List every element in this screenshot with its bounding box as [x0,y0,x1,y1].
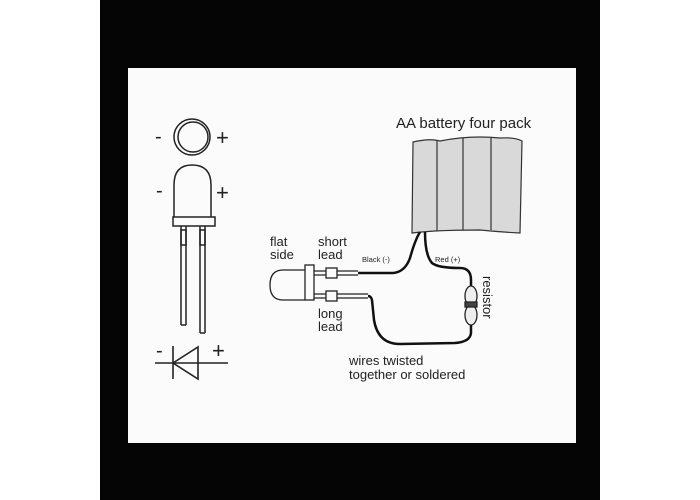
diode-symbol [155,345,228,381]
top-minus-label: - [155,126,162,148]
black-wire [358,231,422,275]
wires-note: wires twisted together or soldered [348,353,465,382]
long-lead-label: long lead [318,306,346,334]
red-wire-label: Red (+) [435,255,461,264]
led-horizontal [269,264,368,302]
led-side-view [172,164,216,334]
battery-pack [411,136,523,234]
resistor [464,285,478,326]
black-wire-label: Black (-) [362,255,390,264]
symbol-plus-label: + [212,338,225,363]
led-top-view [173,118,211,156]
side-plus-label: + [216,180,229,205]
diagram-paper [128,68,576,443]
short-lead-label: short lead [318,234,351,262]
symbol-minus-label: - [156,340,163,362]
side-minus-label: - [156,180,163,202]
battery-label: AA battery four pack [396,115,532,132]
return-wire [367,294,473,346]
resistor-label: resistor [480,276,495,319]
top-plus-label: + [216,125,229,150]
red-wire [423,231,473,286]
flat-side-label: flat side [270,234,294,262]
